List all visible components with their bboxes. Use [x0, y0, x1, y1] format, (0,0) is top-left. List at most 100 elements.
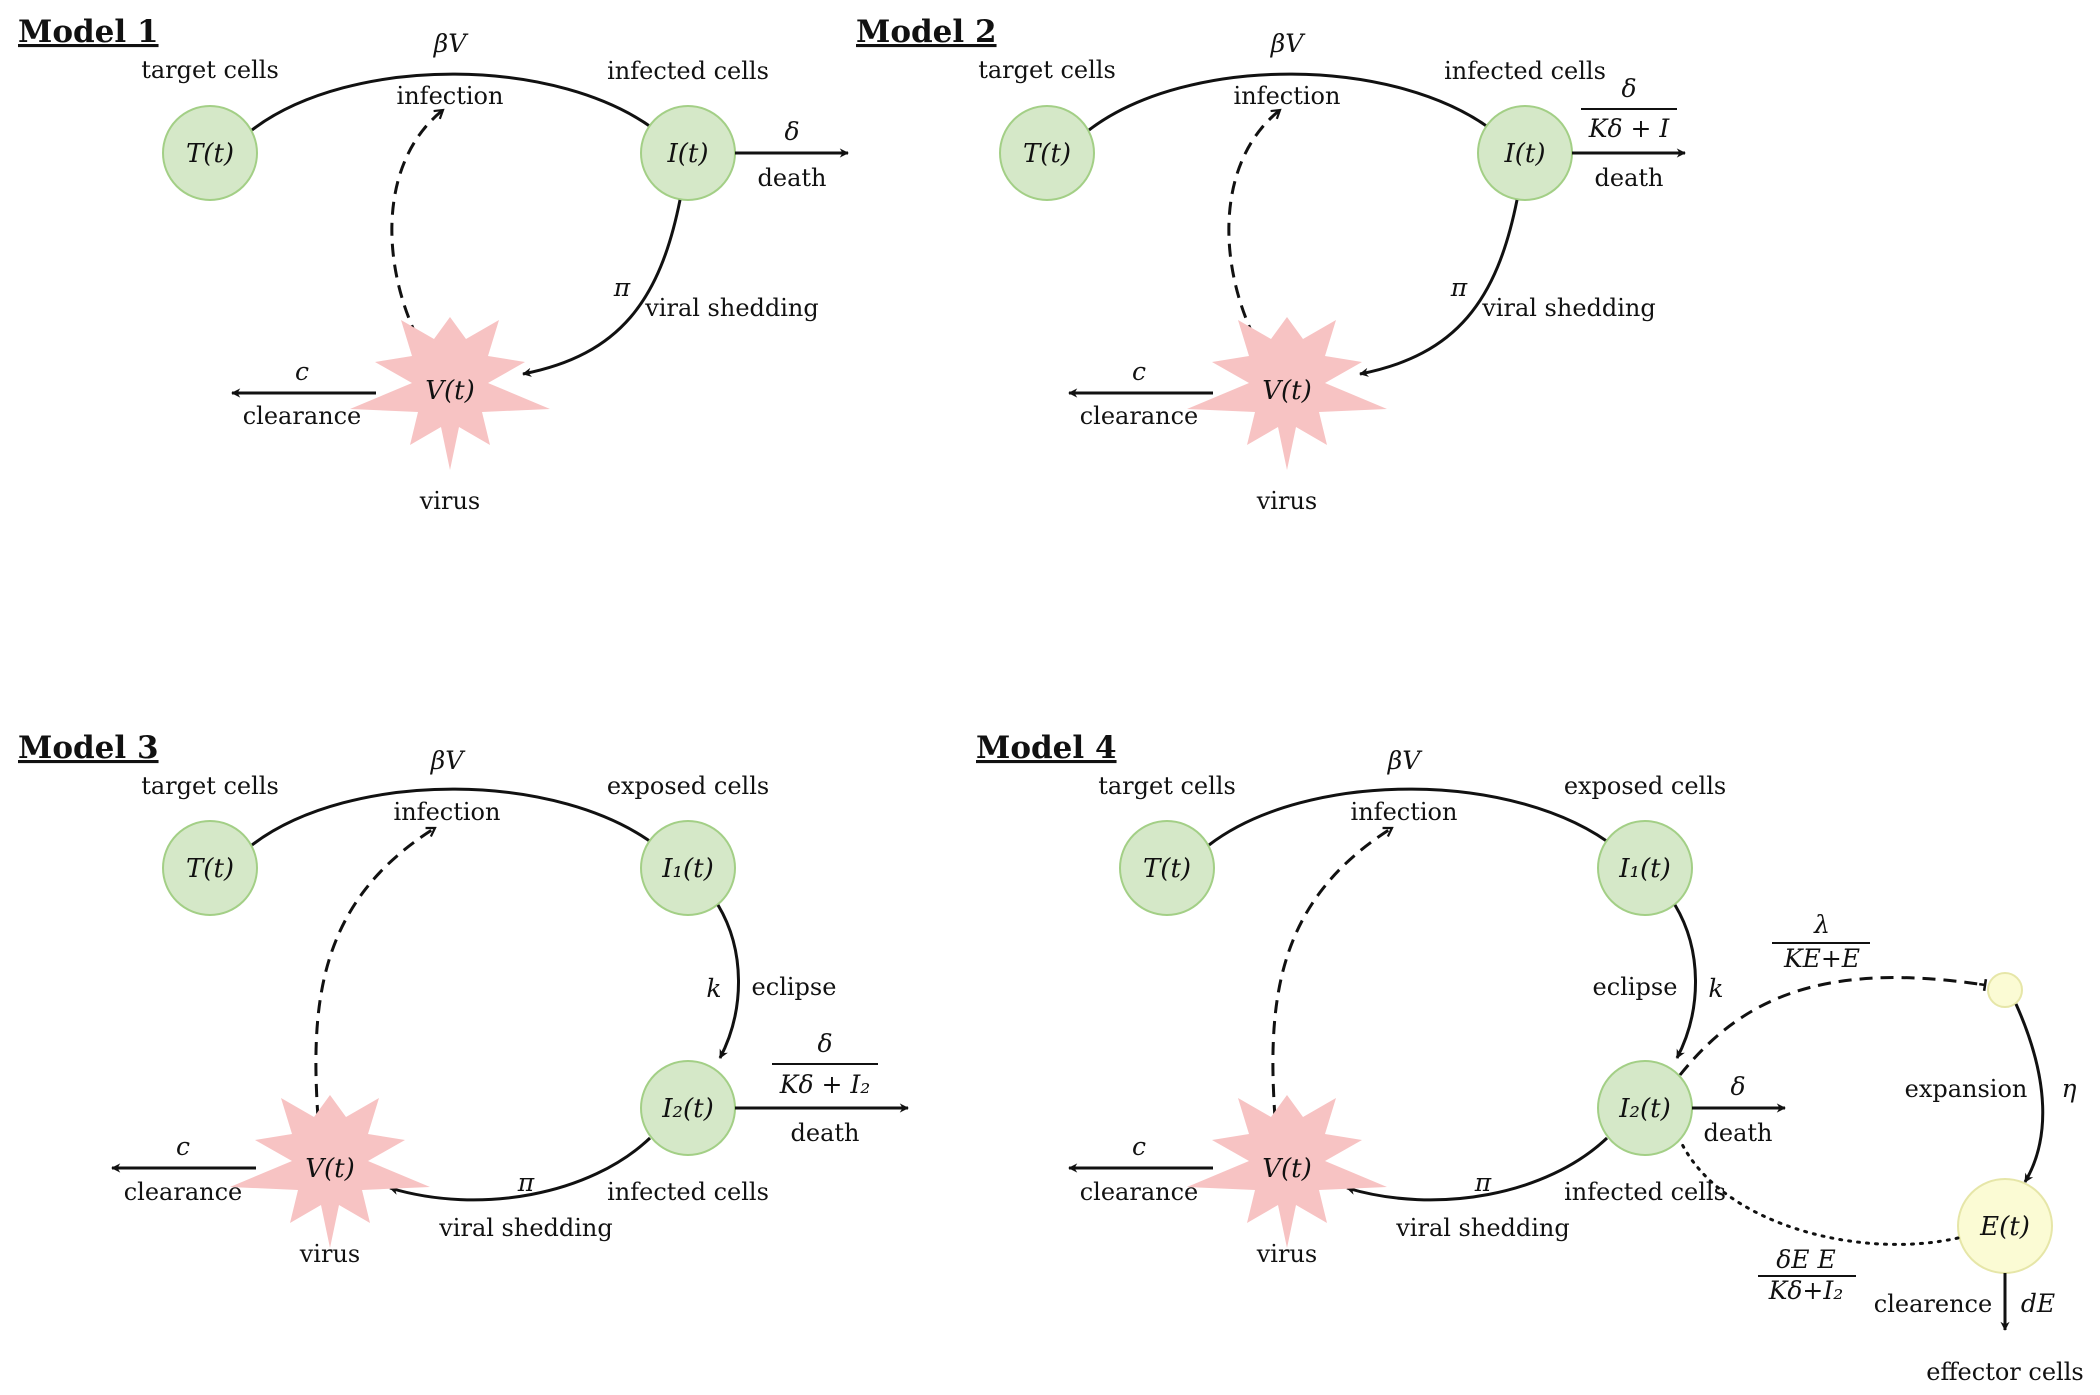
model-4-stimulation-rate-numerator: λ	[1813, 910, 1830, 939]
model-1-target-cell-symbol: T(t)	[186, 139, 234, 169]
model-3-shedding-label: viral shedding	[438, 1214, 613, 1242]
model-4-title: Model 4	[976, 730, 1117, 766]
model-3-exposed-cell-symbol: I₁(t)	[661, 854, 713, 884]
model-3-death-label: death	[791, 1119, 860, 1147]
model-3-infection-arrow	[251, 787, 660, 850]
model-4-viral-shedding-arrow	[1346, 1136, 1609, 1202]
model-3-viral-shedding-arrow	[389, 1136, 652, 1202]
model-2-shedding-rate: π	[1450, 273, 1468, 302]
model-2-virus-symbol: V(t)	[1262, 376, 1312, 406]
model-3-infected-cells-label: infected cells	[607, 1178, 769, 1206]
model-3-panel: Model 3 target cells exposed cells βV in…	[18, 730, 909, 1268]
model-2-virus-promotes-infection-arrow	[1227, 110, 1280, 338]
model-3-death-rate-numerator: δ	[817, 1029, 832, 1058]
model-3-exposed-cells-label: exposed cells	[607, 772, 769, 800]
model-4-target-cell-node	[1119, 820, 1215, 916]
model-3-target-cell-symbol: T(t)	[186, 854, 234, 884]
model-4-eclipse-rate: k	[1708, 974, 1723, 1003]
model-2-death-rate-numerator: δ	[1621, 74, 1636, 103]
model-2-clearance-label: clearance	[1080, 402, 1199, 430]
model-4-target-cells-label: target cells	[1098, 772, 1236, 800]
model-4-clearance-rate: c	[1132, 1132, 1146, 1161]
model-2-infection-rate: βV	[1270, 29, 1306, 58]
model-1-death-rate: δ	[784, 117, 799, 146]
model-4-virus-node	[1187, 1095, 1387, 1248]
model-1-shedding-rate: π	[613, 273, 631, 302]
model-4-infection-rate: βV	[1387, 746, 1423, 775]
model-3-virus-symbol: V(t)	[305, 1154, 355, 1184]
model-3-title: Model 3	[18, 730, 159, 766]
model-4-target-cell-symbol: T(t)	[1143, 854, 1191, 884]
model-2-virus-node	[1187, 317, 1387, 470]
model-3-infected-cell-symbol: I₂(t)	[661, 1094, 713, 1124]
model-2-infected-cells-label: infected cells	[1444, 57, 1606, 85]
model-2-shedding-label: viral shedding	[1481, 294, 1656, 322]
model-2-death-label: death	[1595, 164, 1664, 192]
model-4-infected-cells-label: infected cells	[1564, 1178, 1726, 1206]
model-4-exposed-cells-label: exposed cells	[1564, 772, 1726, 800]
model-1-clearance-rate: c	[295, 357, 309, 386]
model-3-clearance-rate: c	[176, 1132, 190, 1161]
model-1-virus-symbol: V(t)	[425, 376, 475, 406]
model-4-effector-clearence-label: clearence	[1874, 1290, 1992, 1318]
model-4-virus-symbol: V(t)	[1262, 1154, 1312, 1184]
model-4-effector-clearence-rate: dE	[2021, 1289, 2055, 1318]
model-2-infection-arrow	[1088, 72, 1497, 135]
model-1-shedding-label: viral shedding	[644, 294, 819, 322]
model-2-target-cell-symbol: T(t)	[1023, 139, 1071, 169]
model-4-death-label: death	[1704, 1119, 1773, 1147]
model-3-death-rate-denominator: Kδ + I₂	[779, 1070, 870, 1099]
model-4-infection-label: infection	[1351, 798, 1458, 826]
model-3-virus-promotes-infection-arrow	[314, 826, 435, 1119]
model-4-killing-rate-numerator: δE E	[1776, 1245, 1836, 1274]
model-1-infection-arrow	[251, 72, 660, 135]
model-2-virus-label: virus	[1256, 487, 1317, 515]
model-4-exposed-cell-symbol: I₁(t)	[1618, 854, 1670, 884]
model-4-expansion-arrow	[2014, 1003, 2045, 1183]
model-4-virus-label: virus	[1256, 1240, 1317, 1268]
model-1-infection-rate: βV	[433, 29, 469, 58]
model-2-target-cells-label: target cells	[978, 56, 1116, 84]
model-1-death-label: death	[758, 164, 827, 192]
model-2-infected-cell-symbol: I(t)	[1503, 139, 1545, 169]
model-4-clearance-label: clearance	[1080, 1178, 1199, 1206]
model-4-expansion-label: expansion	[1905, 1075, 2028, 1103]
model-4-stimulation-arrow	[1678, 976, 1988, 1076]
model-1-clearance-label: clearance	[243, 402, 362, 430]
model-4-eclipse-label: eclipse	[1593, 973, 1678, 1001]
model-2-viral-shedding-arrow	[1359, 199, 1519, 377]
model-4-exposed-cell-node	[1597, 820, 1693, 916]
model-1-title: Model 1	[18, 14, 159, 50]
model-4-panel: Model 4 target cells exposed cells βV in…	[976, 730, 2084, 1386]
model-1-infected-cell-symbol: I(t)	[666, 139, 708, 169]
model-4-killing-link	[1678, 1138, 1960, 1246]
model-4-shedding-label: viral shedding	[1395, 1214, 1570, 1242]
model-2-title: Model 2	[856, 14, 997, 50]
model-3-eclipse-arrow	[716, 904, 740, 1059]
model-1-infection-label: infection	[397, 82, 504, 110]
model-1-virus-node	[350, 317, 550, 470]
model-4-infected-cell-symbol: I₂(t)	[1618, 1094, 1670, 1124]
model-3-clearance-label: clearance	[124, 1178, 243, 1206]
model-2-infection-label: infection	[1234, 82, 1341, 110]
model-1-virus-label: virus	[419, 487, 480, 515]
model-1-target-cell-node	[162, 105, 258, 201]
model-1-panel: Model 1 target cells infected cells βV i…	[18, 14, 849, 515]
model-1-infected-cells-label: infected cells	[607, 57, 769, 85]
model-4-expansion-node	[1987, 972, 2023, 1008]
model-3-infection-rate: βV	[430, 746, 466, 775]
model-3-eclipse-rate: k	[706, 974, 721, 1003]
model-4-effector-cell-symbol: E(t)	[1979, 1212, 2030, 1242]
model-2-target-cell-node	[999, 105, 1095, 201]
model-1-target-cells-label: target cells	[141, 56, 279, 84]
model-1-virus-promotes-infection-arrow	[390, 110, 443, 338]
model-2-panel: Model 2 target cells infected cells βV i…	[856, 14, 1686, 515]
model-3-target-cell-node	[162, 820, 258, 916]
model-3-virus-node	[230, 1095, 430, 1248]
model-3-infection-label: infection	[394, 798, 501, 826]
model-3-virus-label: virus	[299, 1240, 360, 1268]
model-4-death-rate: δ	[1730, 1072, 1745, 1101]
model-4-effector-cells-label: effector cells	[1926, 1358, 2083, 1386]
model-4-expansion-rate: η	[2062, 1074, 2077, 1103]
